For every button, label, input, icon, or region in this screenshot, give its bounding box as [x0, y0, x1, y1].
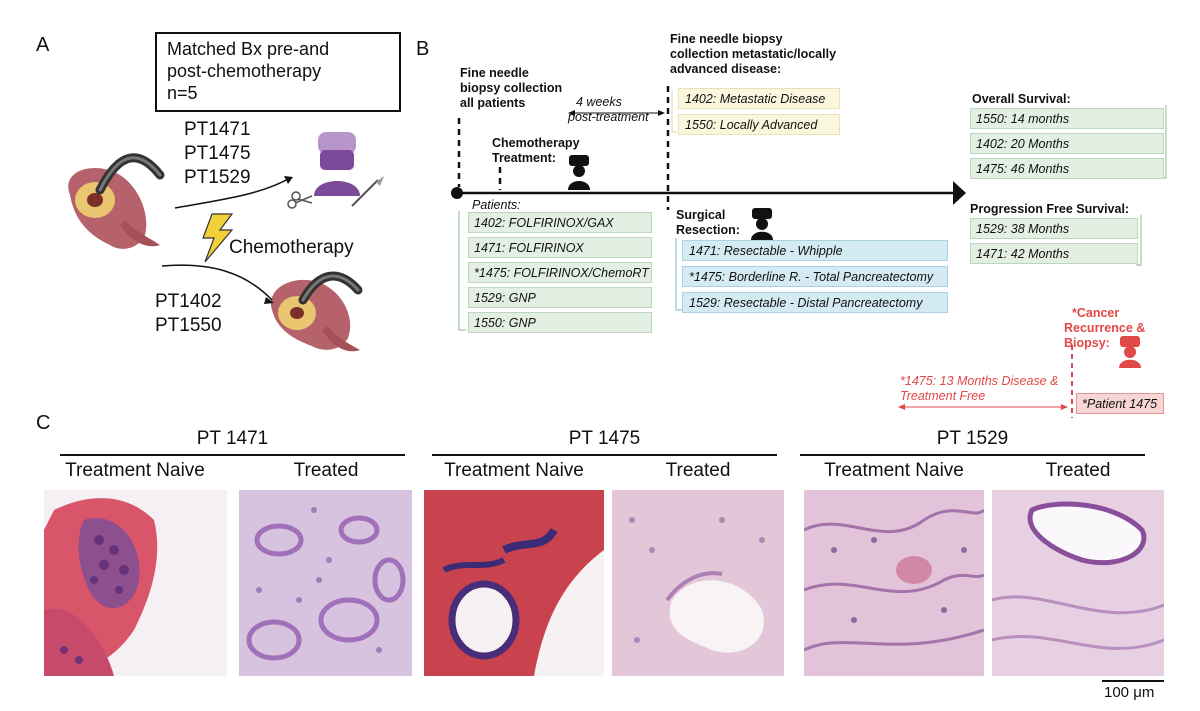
- histology-1529-treated: [992, 490, 1164, 676]
- meta-item: 1402: Metastatic Disease: [678, 88, 840, 109]
- os-item: 1402: 20 Months: [970, 133, 1164, 154]
- histology-1529-naive: [804, 490, 984, 676]
- lightning-icon: [202, 213, 234, 263]
- arrow-to-pancreas: [161, 264, 273, 301]
- patient-1475-box: *Patient 1475: [1076, 393, 1164, 414]
- resection-item: 1471: Resectable - Whipple: [682, 240, 948, 261]
- fna-metastatic-label: Fine needle biopsy collection metastatic…: [670, 32, 836, 77]
- patient-regimen: 1550: GNP: [468, 312, 652, 333]
- pancreas-icon-bottom: [271, 271, 363, 352]
- patients-label: Patients:: [472, 198, 521, 212]
- recurrence-label: *Cancer Recurrence & Biopsy:: [1064, 306, 1145, 351]
- resection-item: 1529: Resectable - Distal Pancreatectomy: [682, 292, 948, 313]
- naive-label-1529: Treatment Naive: [824, 460, 964, 481]
- pt-1529-rule: [800, 454, 1145, 456]
- recur-line: Recurrence &: [1064, 321, 1146, 335]
- treated-label-1471: Treated: [293, 460, 359, 481]
- patient-id: PT1550: [155, 315, 222, 336]
- histology-1471-naive: [44, 490, 227, 676]
- patient-id: PT1402: [155, 291, 222, 312]
- treated-label-1475: Treated: [665, 460, 731, 481]
- surgeon-icon: [314, 132, 360, 196]
- recurrence-person-icon: [1119, 336, 1141, 368]
- fna-meta-line: collection metastatic/locally: [670, 47, 837, 61]
- panel-a-letter: A: [36, 34, 50, 56]
- naive-label-1475: Treatment Naive: [444, 460, 584, 481]
- group2-list: PT1402 PT1550: [155, 290, 222, 338]
- disease-free-note: *1475: 13 Months Disease & Treatment Fre…: [900, 374, 1058, 404]
- pfs-label: Progression Free Survival:: [970, 202, 1130, 216]
- timeline-lines: [451, 86, 1167, 418]
- chemo-treatment-label: Chemotherapy Treatment:: [492, 136, 580, 166]
- chemo-person-icon: [568, 155, 590, 190]
- chemo-treat-line: Treatment:: [492, 151, 556, 165]
- matched-biopsy-box: Matched Bx pre-and post-chemotherapy n=5: [155, 32, 401, 112]
- chemotherapy-label: Chemotherapy: [229, 237, 354, 258]
- surgical-label: Surgical Resection:: [676, 208, 740, 238]
- chemo-treat-line: Chemotherapy: [492, 136, 580, 150]
- group1-list: PT1471 PT1475 PT1529: [184, 118, 251, 190]
- patient-id: PT1475: [184, 143, 251, 164]
- patient-id: PT1529: [184, 167, 251, 188]
- patient-regimen: 1402: FOLFIRINOX/GAX: [468, 212, 652, 233]
- histology-1475-treated: [612, 490, 784, 676]
- fna-all-line: biopsy collection: [460, 81, 563, 95]
- free-note-line: *1475: 13 Months Disease &: [900, 374, 1059, 388]
- timeline-arrowhead: [953, 181, 966, 205]
- resection-item: *1475: Borderline R. - Total Pancreatect…: [682, 266, 948, 287]
- timeline-start-dot: [451, 187, 463, 199]
- box-line: post-chemotherapy: [167, 61, 322, 81]
- scale-bar: [1102, 680, 1164, 682]
- pt-1475-rule: [432, 454, 777, 456]
- pt-1471-rule: [60, 454, 405, 456]
- surgical-line: Resection:: [676, 223, 740, 237]
- arrow-to-surgeon: [174, 177, 291, 209]
- fna-meta-line: advanced disease:: [670, 62, 782, 76]
- fna-meta-line: Fine needle biopsy: [670, 32, 783, 46]
- surgeon-person-icon: [751, 208, 773, 240]
- pt-1471-heading: PT 1471: [196, 428, 269, 449]
- panel-b-letter: B: [416, 38, 430, 60]
- scissors-icon: [287, 191, 313, 209]
- pfs-item: 1529: 38 Months: [970, 218, 1138, 239]
- histology-1475-naive: [424, 490, 604, 676]
- patient-regimen: *1475: FOLFIRINOX/ChemoRT: [468, 262, 652, 283]
- pancreas-icon-top: [68, 153, 165, 249]
- free-note-line: Treatment Free: [900, 389, 986, 403]
- patient-regimen: 1529: GNP: [468, 287, 652, 308]
- recur-line: Biopsy:: [1064, 336, 1110, 350]
- scale-bar-label: 100 μm: [1104, 684, 1155, 701]
- four-weeks-line: post-treatment: [568, 110, 649, 124]
- box-line: n=5: [167, 83, 198, 103]
- scalpel-icon: [351, 176, 384, 207]
- surgical-line: Surgical: [676, 208, 726, 222]
- meta-item: 1550: Locally Advanced: [678, 114, 840, 135]
- pt-1475-heading: PT 1475: [568, 428, 641, 449]
- fna-all-line: all patients: [460, 96, 526, 110]
- panel-a-illustration: [68, 132, 384, 352]
- naive-label-1471: Treatment Naive: [65, 460, 205, 481]
- box-line: Matched Bx pre-and: [167, 39, 330, 59]
- histology-1471-treated: [239, 490, 412, 676]
- four-weeks-label: 4 weeks post-treatment: [568, 95, 649, 125]
- fna-all-line: Fine needle: [460, 66, 529, 80]
- pt-1529-heading: PT 1529: [936, 428, 1009, 449]
- fna-all-label: Fine needle biopsy collection all patien…: [460, 66, 562, 111]
- os-item: 1550: 14 months: [970, 108, 1164, 129]
- patient-id: PT1471: [184, 119, 251, 140]
- pfs-item: 1471: 42 Months: [970, 243, 1138, 264]
- patient-regimen: 1471: FOLFIRINOX: [468, 237, 652, 258]
- recur-line: *Cancer: [1072, 306, 1120, 320]
- os-item: 1475: 46 Months: [970, 158, 1164, 179]
- four-weeks-line: 4 weeks: [576, 95, 622, 109]
- panel-c-letter: C: [36, 412, 51, 434]
- os-label: Overall Survival:: [972, 92, 1071, 106]
- treated-label-1529: Treated: [1045, 460, 1111, 481]
